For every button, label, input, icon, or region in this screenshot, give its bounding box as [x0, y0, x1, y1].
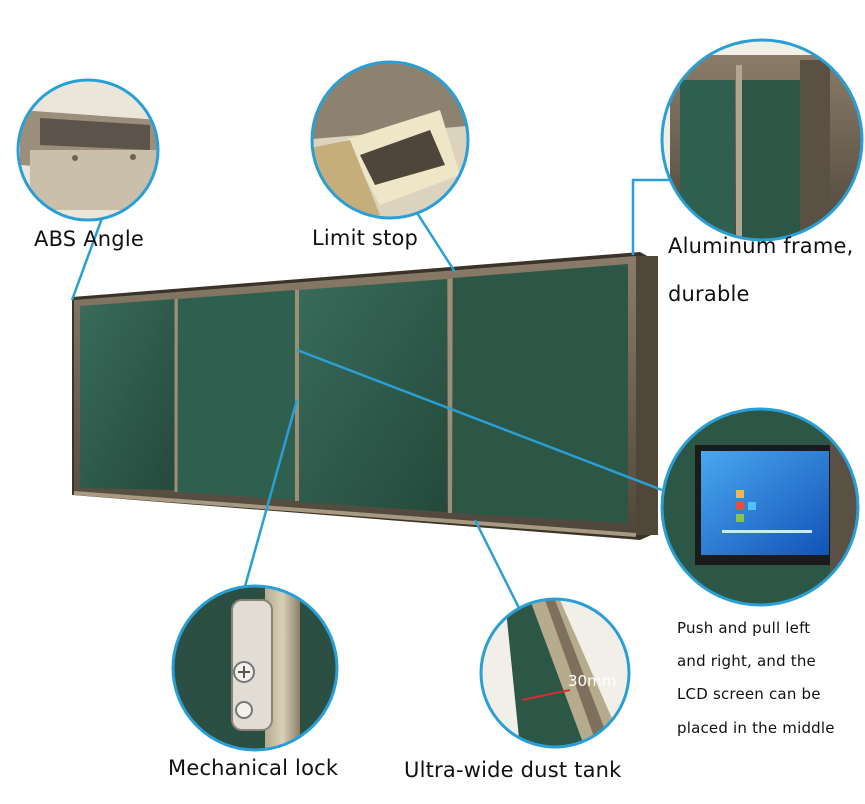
sliding-blackboard — [72, 252, 658, 540]
limit-stop-detail — [310, 60, 470, 220]
push-pull-line2: and right, and the — [677, 652, 816, 670]
dust-tank-detail: 30mm — [479, 597, 631, 749]
lcd-screen-detail — [660, 407, 860, 607]
abs-angle-detail — [16, 78, 160, 222]
push-pull-line4: placed in the middle — [677, 719, 835, 737]
mechanical-lock-label: Mechanical lock — [168, 756, 339, 780]
dimension-label: 30mm — [568, 672, 616, 690]
aluminum-frame-detail — [660, 38, 864, 242]
aluminum-frame-label-line2: durable — [668, 282, 750, 306]
aluminum-frame-label-line1: Aluminum frame, — [668, 234, 854, 258]
leader-lines — [70, 178, 678, 611]
abs-angle-label: ABS Angle — [34, 227, 144, 251]
push-pull-line3: LCD screen can be — [677, 685, 821, 703]
push-pull-line1: Push and pull left — [677, 619, 811, 637]
mechanical-lock-detail — [171, 584, 339, 752]
dust-tank-label: Ultra-wide dust tank — [404, 758, 622, 782]
limit-stop-label: Limit stop — [312, 226, 419, 250]
